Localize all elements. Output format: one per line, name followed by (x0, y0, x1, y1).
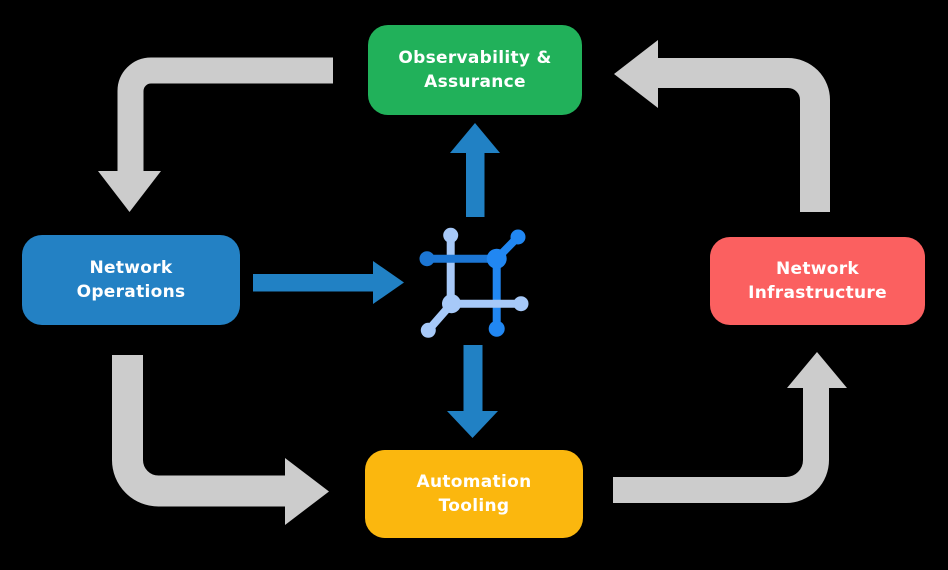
arrow-automation-to-infrastructure (613, 352, 847, 503)
arrow-shaft (112, 355, 285, 507)
arrow-shaft (658, 58, 830, 212)
node-automation-tooling: Automation Tooling (365, 450, 583, 538)
node-label-line: Network (775, 259, 860, 279)
node-network-infrastructure: Network Infrastructure (710, 237, 925, 325)
node-label-line: Operations (76, 282, 186, 302)
icon-node (420, 322, 436, 338)
node-label-line: Tooling (438, 496, 510, 516)
arrow-head (373, 261, 404, 304)
icon-node (488, 320, 505, 337)
icon-node (419, 251, 435, 267)
node-label-line: Automation (416, 472, 532, 492)
node-label-line: Assurance (424, 72, 526, 92)
arrow-head (98, 171, 161, 212)
node-label-line: Observability & (398, 48, 552, 68)
node-label-line: Infrastructure (748, 283, 887, 303)
arrow-shaft (463, 345, 483, 412)
arrow-infrastructure-to-observability (614, 40, 830, 212)
arrow-head (787, 352, 847, 388)
arrow-observability-to-operations (98, 57, 333, 212)
icon-node (510, 229, 526, 245)
icon-hub (442, 294, 461, 314)
network-mesh-icon (419, 227, 529, 338)
node-label-line: Network (89, 258, 173, 278)
arrow-head (450, 123, 500, 153)
node-observability-assurance: Observability & Assurance (368, 25, 582, 115)
icon-node (443, 227, 459, 243)
arrow-operations-to-automation (112, 355, 329, 525)
icon-hub (486, 248, 507, 269)
icon-node (513, 296, 529, 312)
arrow-head (614, 40, 658, 108)
node-network-operations: Network Operations (22, 235, 240, 325)
arrow-head (447, 411, 498, 438)
arrow-operations-to-center (253, 261, 404, 304)
arrow-shaft (613, 388, 829, 503)
arrow-shaft (117, 57, 333, 172)
arrow-head (285, 458, 329, 525)
arrow-shaft (253, 274, 373, 292)
arrow-center-to-automation (447, 345, 498, 438)
arrow-shaft (466, 152, 485, 217)
arrow-center-to-observability (450, 123, 500, 217)
